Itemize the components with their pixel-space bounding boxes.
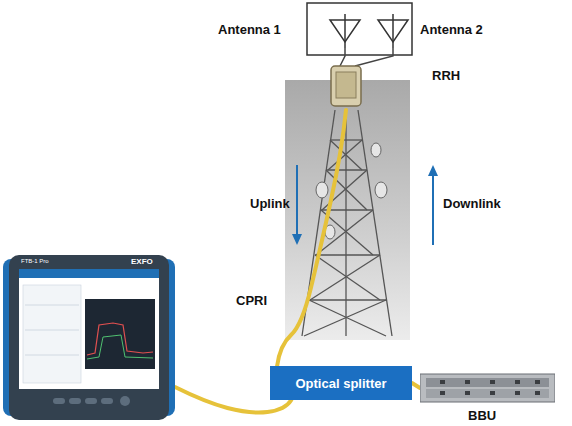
bbu-chassis	[420, 374, 555, 402]
tester-body	[9, 255, 169, 420]
tester-knob	[120, 396, 130, 406]
rrh-fins	[336, 72, 356, 98]
bbu-port	[490, 380, 495, 384]
direction-label: Downlink	[443, 196, 501, 211]
bbu-slot	[426, 378, 549, 387]
bbu-port	[465, 380, 470, 384]
device-label: BBU	[468, 408, 496, 423]
bbu-unit: BBU	[420, 372, 555, 404]
bbu-port	[535, 380, 540, 384]
antenna-feeders	[340, 48, 393, 66]
brand-text: EXFO	[131, 257, 153, 266]
bbu-port	[440, 391, 445, 395]
rrh-unit: RRH	[327, 60, 365, 110]
rrh-body	[331, 66, 361, 106]
screen-row	[25, 355, 79, 356]
bbu-slot	[426, 389, 549, 398]
screen-trace	[87, 323, 153, 355]
screen-row	[25, 330, 79, 331]
screen-trace	[87, 335, 153, 359]
screen-row	[25, 305, 79, 306]
antenna-symbols	[330, 14, 408, 48]
downlink-arrow	[428, 165, 438, 245]
tester-button	[69, 398, 81, 404]
screen-panel	[23, 285, 81, 383]
bbu-symbol	[420, 372, 555, 404]
bbu-port	[535, 391, 540, 395]
model-text: FTB-1 Pro	[21, 258, 49, 264]
uplink-arrow	[292, 165, 302, 245]
tester-button	[85, 398, 97, 404]
edge-label: CPRI	[236, 293, 267, 308]
antenna-enclosure	[307, 3, 412, 55]
tester-button	[101, 398, 113, 404]
fiber-cable	[412, 383, 420, 388]
bbu-port	[490, 391, 495, 395]
tower-lattice	[302, 110, 392, 336]
box-title: Optical splitter	[295, 376, 386, 391]
antenna-label: Antenna 2	[420, 22, 483, 37]
bbu-port	[465, 391, 470, 395]
bbu-port	[440, 380, 445, 384]
tester-screen	[19, 269, 159, 389]
rrh-symbol	[327, 60, 365, 110]
tester-symbol	[3, 255, 175, 420]
tester-button	[53, 398, 65, 404]
bbu-port	[515, 380, 520, 384]
screen-header	[19, 269, 159, 278]
direction-label: Uplink	[250, 196, 290, 211]
fiber-cable	[277, 110, 346, 366]
bbu-port	[515, 391, 520, 395]
screen-chart	[85, 299, 155, 369]
tester-device: FTB-1 Pro EXFO	[3, 255, 175, 420]
splitter-box: Optical splitter	[270, 366, 412, 400]
tower-background	[285, 80, 410, 340]
device-label: RRH	[432, 68, 460, 83]
antenna-label: Antenna 1	[218, 22, 281, 37]
